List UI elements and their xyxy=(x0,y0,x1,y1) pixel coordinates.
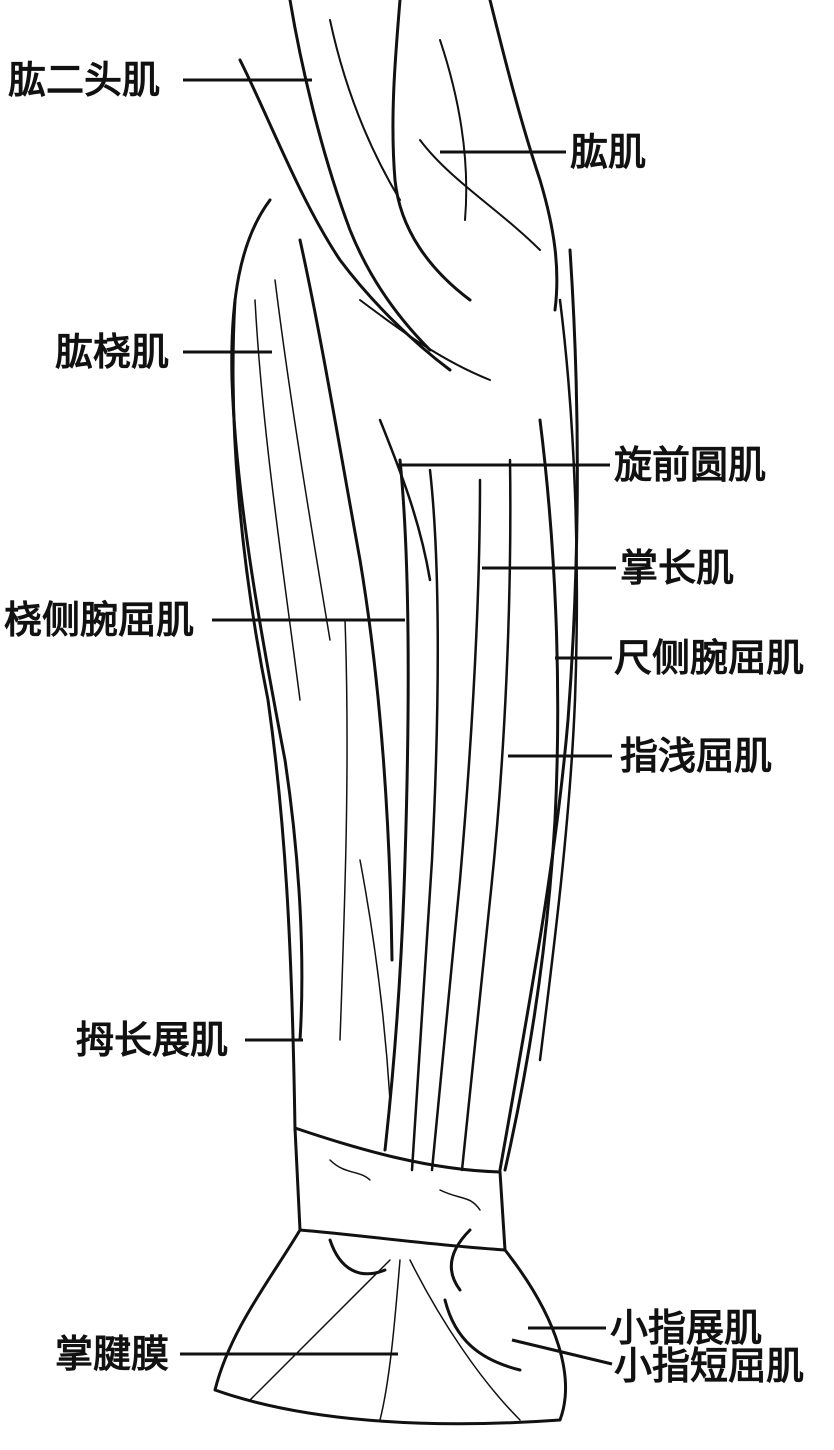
label-flexor-digiti-minimi-brevis: 小指短屈肌 xyxy=(614,1344,805,1388)
label-brachioradialis: 肱桡肌 xyxy=(55,330,170,374)
wrist-retinaculum xyxy=(293,1126,507,1252)
leader-lines xyxy=(180,78,616,1366)
palm-shape xyxy=(213,1228,567,1426)
label-brachialis: 肱肌 xyxy=(570,130,647,174)
flexor-group-shape xyxy=(339,298,579,1172)
label-biceps: 肱二头肌 xyxy=(8,58,161,102)
label-abductor-digiti-minimi: 小指展肌 xyxy=(610,1306,763,1350)
label-flexor-digitorum-superficialis: 指浅屈肌 xyxy=(620,734,773,778)
label-palmar-aponeurosis: 掌腱膜 xyxy=(55,1332,170,1376)
label-abductor-pollicis-longus: 拇长展肌 xyxy=(76,1018,229,1062)
label-flexor-carpi-ulnaris: 尺侧腕屈肌 xyxy=(614,636,805,680)
upper-arm-muscles xyxy=(238,0,559,381)
label-flexor-carpi-radialis: 桡侧腕屈肌 xyxy=(4,598,195,642)
label-palmaris-longus: 掌长肌 xyxy=(620,546,735,590)
label-pronator-teres: 旋前圆肌 xyxy=(614,443,767,487)
forearm-outline xyxy=(231,248,579,1172)
